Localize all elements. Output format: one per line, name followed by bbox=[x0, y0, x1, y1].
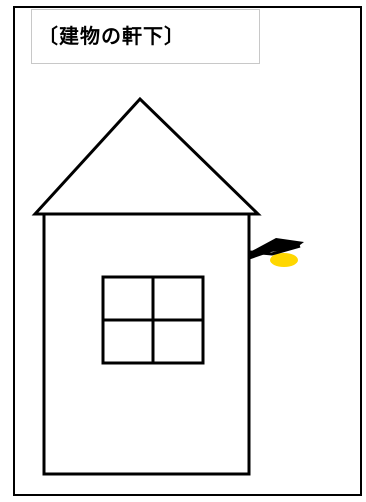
roof bbox=[35, 99, 258, 214]
window-icon bbox=[103, 277, 203, 363]
house-icon bbox=[35, 99, 258, 474]
lamp-bulb bbox=[270, 253, 298, 267]
house-wall bbox=[44, 214, 249, 474]
wall-lamp-icon bbox=[248, 238, 304, 267]
